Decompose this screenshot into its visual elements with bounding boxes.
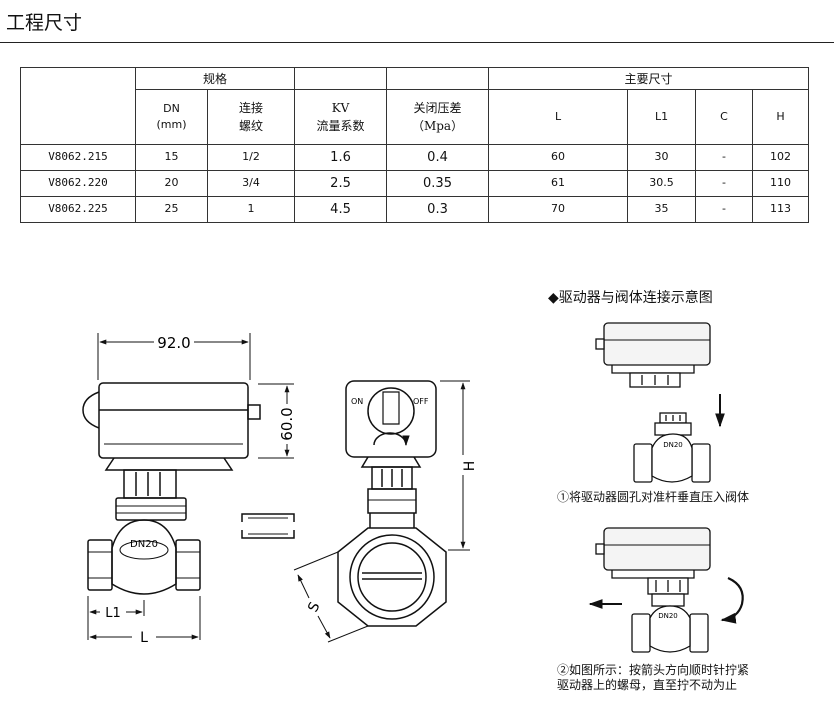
cell-thread: 1 [206, 196, 296, 223]
header-dn: DN(mm) [135, 89, 208, 145]
cell-kv: 1.6 [294, 144, 388, 171]
cell-model: V8062.220 [20, 170, 136, 197]
dim-l1-label: L1 [105, 606, 121, 621]
step1-valve-label: DN20 [663, 441, 683, 449]
cell-c: - [695, 196, 754, 223]
step1-caption: ①将驱动器圆孔对准杆垂直压入阀体 [557, 490, 750, 504]
cell-close-pressure: 0.35 [386, 170, 490, 197]
cell-close-pressure: 0.4 [386, 144, 490, 171]
cell-h: 110 [752, 170, 810, 197]
step2-caption: ②如图所示：按箭头方向顺时针拧紧 驱动器上的螺母，直至拧不动为止 [557, 663, 749, 693]
switch-on-label: ON [351, 397, 363, 406]
cell-l: 61 [488, 170, 629, 197]
table-group-header-row: 规格 主要尺寸 [20, 67, 810, 145]
header-l1: L1 [627, 89, 697, 145]
bracket-symbol [241, 513, 295, 539]
dim-width-label: 92.0 [157, 334, 190, 352]
title-divider [0, 42, 834, 43]
cell-c: - [695, 144, 754, 171]
header-thread: 连接螺纹 [206, 89, 296, 145]
step2-caption-line1: ②如图所示：按箭头方向顺时针拧紧 [557, 663, 750, 677]
cell-kv: 4.5 [294, 196, 388, 223]
valve-dn-label: DN20 [130, 539, 158, 550]
cell-model: V8062.225 [20, 196, 136, 223]
dim-s-label: S [305, 600, 323, 615]
step2-illustration [588, 527, 744, 653]
header-l: L [488, 89, 629, 145]
table-row: V8062.220 20 3/4 2.5 0.35 61 30.5 - 110 [20, 170, 810, 197]
dim-h-label: H [462, 461, 478, 472]
cell-close-pressure: 0.3 [386, 196, 490, 223]
cell-dn: 15 [135, 144, 208, 171]
cell-l1: 30 [627, 144, 697, 171]
step2-valve-label: DN20 [658, 612, 678, 620]
cell-l: 70 [488, 196, 629, 223]
switch-off-label: OFF [413, 397, 429, 406]
side-view [293, 380, 470, 643]
cell-h: 113 [752, 196, 810, 223]
cell-l1: 35 [627, 196, 697, 223]
front-view [82, 333, 294, 640]
header-blank-cell [20, 67, 136, 145]
table-row: V8062.225 25 1 4.5 0.3 70 35 - 113 [20, 196, 810, 223]
step1-illustration [595, 322, 725, 483]
dim-height-label: 60.0 [278, 407, 296, 440]
step2-caption-line2: 驱动器上的螺母，直至拧不动为止 [557, 678, 738, 692]
diagram-caption: ◆驱动器与阀体连接示意图 [548, 290, 713, 306]
cell-thread: 3/4 [206, 170, 296, 197]
dim-l-label: L [140, 630, 148, 646]
header-h: H [752, 89, 810, 145]
page-title: 工程尺寸 [6, 12, 83, 34]
